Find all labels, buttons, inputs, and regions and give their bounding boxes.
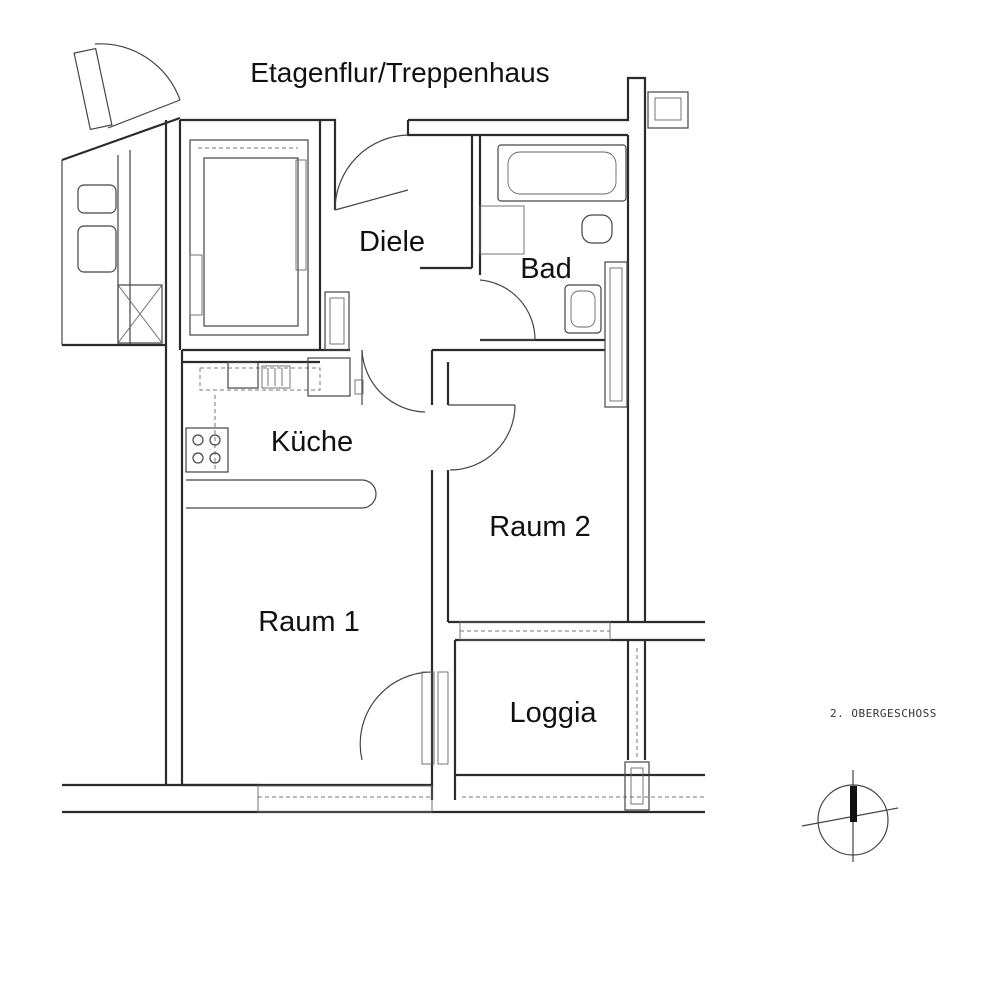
bathtub-icon: [497, 144, 627, 202]
compass-north-icon: [801, 770, 899, 862]
label-room-2: Raum 2: [489, 511, 591, 543]
label-kitchen: Küche: [271, 426, 353, 458]
label-hall: Diele: [359, 226, 425, 258]
windows: [257, 621, 705, 813]
label-stairwell: Etagenflur/Treppenhaus: [250, 57, 549, 88]
stove-icon: [185, 427, 229, 473]
column: [624, 761, 650, 811]
sink-icon: [564, 284, 602, 334]
neighbour-strip: [61, 150, 166, 347]
label-loggia: Loggia: [509, 697, 597, 729]
bathroom-fixtures: [479, 144, 627, 334]
dishrack: [261, 365, 291, 389]
room-labels: Etagenflur/Treppenhaus Diele Bad Küche R…: [250, 57, 937, 729]
elevator-shaft: [189, 139, 309, 336]
shaft-niche: [647, 91, 689, 129]
interior-walls: [182, 135, 705, 800]
label-room-1: Raum 1: [258, 606, 360, 638]
kitchen-fixtures: [185, 357, 377, 509]
doors: [334, 134, 536, 765]
hall-closet: [324, 291, 350, 351]
entrance-door: [61, 43, 181, 162]
label-floor: 2. OBERGESCHOSS: [830, 707, 937, 720]
sink-icon: [227, 361, 259, 389]
cabinet: [479, 205, 525, 255]
fridge-icon: [307, 357, 351, 397]
label-bath: Bad: [520, 253, 572, 285]
outer-walls: [62, 76, 705, 814]
toilet-icon: [581, 214, 613, 244]
